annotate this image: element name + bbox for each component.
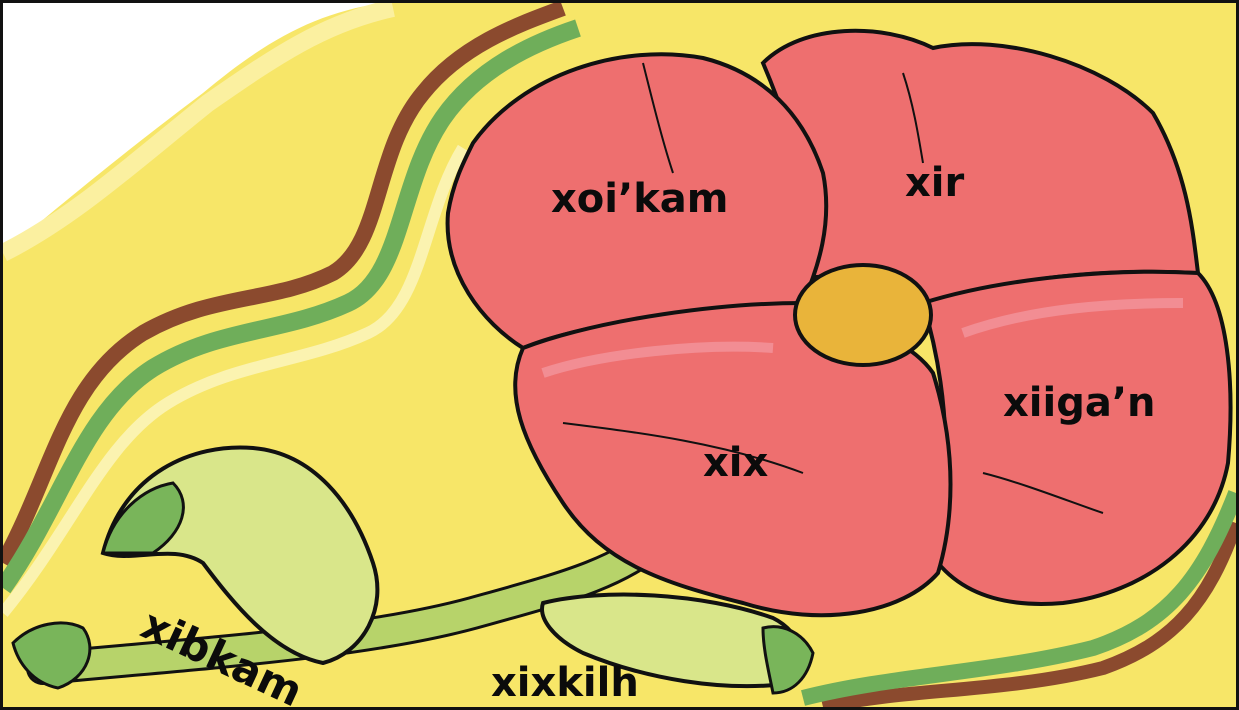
petal-right-label: xiiga’n (1003, 383, 1156, 423)
flower-center (795, 265, 931, 365)
petal-top-label: xir (905, 163, 964, 203)
leaf-label: xixkilh (491, 663, 639, 703)
flower-illustration (3, 3, 1236, 707)
petal-left-label: xoi’kam (551, 179, 728, 219)
petal-bottom-label: xix (703, 443, 768, 483)
